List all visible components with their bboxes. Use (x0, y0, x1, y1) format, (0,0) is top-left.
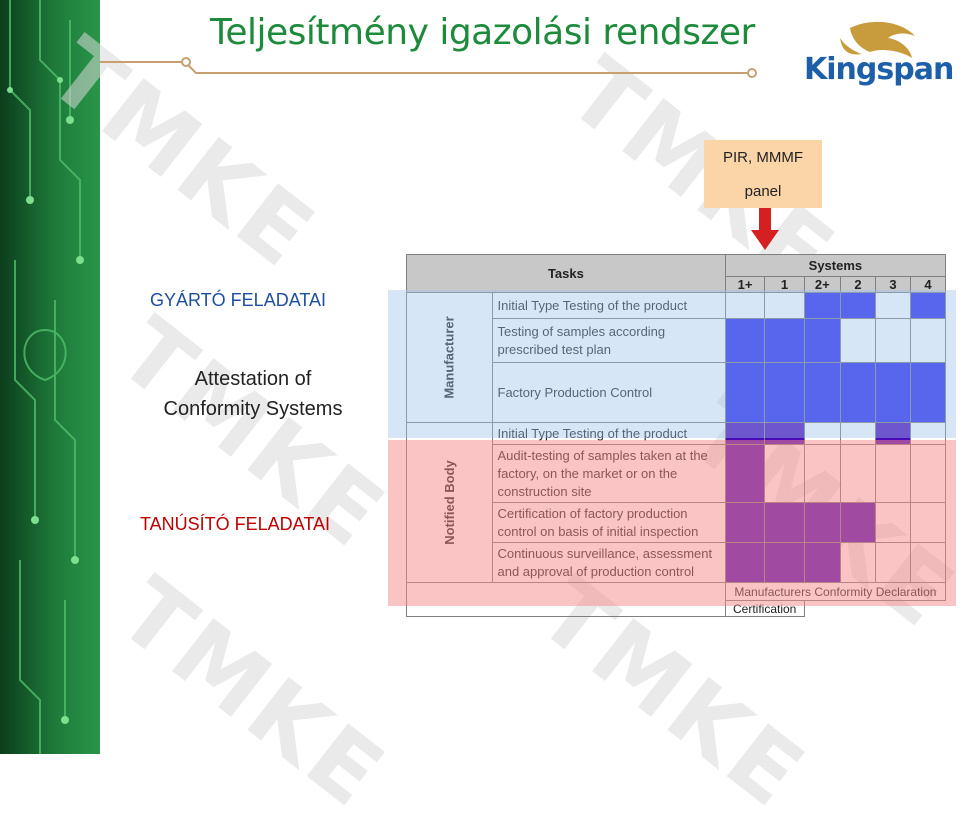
system-cell-required (724, 362, 766, 423)
system-cell-empty (874, 292, 911, 319)
down-arrow-icon (751, 208, 779, 250)
system-cell-empty (839, 542, 876, 583)
system-cell-required (803, 362, 841, 423)
system-cell-required (874, 362, 911, 423)
system-cell-required (909, 362, 947, 423)
system-cell-required (803, 502, 841, 543)
table-row: Notified Body Initial Type Testing of the… (406, 422, 947, 583)
attestation-line2: Conformity Systems (163, 398, 343, 420)
task-cell: Factory Production Control (491, 362, 726, 423)
system-cell-empty (839, 444, 876, 503)
footer-declaration: Manufacturers Conformity Declaration (724, 582, 947, 601)
system-col-header: 3 (874, 276, 911, 293)
task-cell: Initial Type Testing of the product (491, 292, 726, 319)
system-cell-empty (803, 444, 841, 503)
system-cell-required (724, 502, 766, 543)
watermark: TMKE (99, 557, 406, 829)
system-cell-empty (909, 318, 947, 363)
row-group-text: Manufacturer (441, 316, 457, 399)
system-col-header: 1 (764, 276, 805, 293)
circuit-pattern-icon (7, 0, 84, 754)
system-cell-required (764, 542, 805, 583)
title-underline (100, 57, 757, 78)
system-cell-empty (839, 422, 876, 445)
page-title: Teljesítmény igazolási rendszer (210, 12, 755, 53)
system-cell-empty (909, 422, 947, 445)
notified-rows: Notified Body Initial Type Testing of the… (406, 422, 947, 583)
system-cell-required (764, 362, 805, 423)
system-cell-empty (874, 444, 911, 503)
system-cell-required (839, 292, 876, 319)
task-cell: Initial Type Testing of the product (491, 422, 726, 445)
callout-line1: PIR, MMMF (723, 149, 803, 166)
system-col-header: 2+ (803, 276, 841, 293)
circuit-strip (0, 0, 100, 754)
system-cell-empty (909, 542, 947, 583)
kingspan-logo: Kingspan (804, 52, 954, 87)
system-col-header: 2 (839, 276, 876, 293)
system-cell-required (839, 502, 876, 543)
system-cell-empty (839, 318, 876, 363)
footer-certification: Certification (724, 600, 805, 617)
task-cell: Testing of samples according prescribed … (491, 318, 726, 363)
footer-blank (406, 582, 726, 617)
system-col-header: 4 (909, 276, 947, 293)
task-cell: Audit-testing of samples taken at the fa… (491, 444, 726, 503)
callout-line2: panel (744, 183, 782, 200)
kingspan-lion-icon (840, 21, 915, 58)
system-cell-empty (874, 542, 911, 583)
system-cell-required (803, 292, 841, 319)
attestation-line1: Attestation of (194, 368, 312, 390)
system-cell-required (724, 318, 766, 363)
system-cell-empty (874, 502, 911, 543)
task-cell: Continuous surveillance, assessment and … (491, 542, 726, 583)
footer-empty (804, 601, 945, 617)
system-cell-empty (874, 318, 911, 363)
system-cell-required (909, 292, 947, 319)
tasks-header: Tasks (406, 254, 726, 293)
system-col-header: 1+ (724, 276, 766, 293)
system-cell-required (764, 318, 805, 363)
table-row: Testing of samples according prescribed … (407, 318, 947, 363)
manufacturer-rows: Manufacturer Initial Type Testing of the … (406, 292, 947, 423)
attestation-label: Attestation of Conformity Systems (146, 364, 360, 424)
system-cell-required (874, 422, 911, 445)
system-cell-required (724, 444, 766, 503)
systems-header: Systems (724, 254, 947, 277)
system-cell-required (803, 318, 841, 363)
notified-tasks-label: TANÚSÍTÓ FELADATAI (140, 514, 331, 534)
system-cell-empty (724, 292, 766, 319)
table-row: Factory Production Control (407, 362, 947, 423)
row-group-label: Manufacturer (406, 292, 493, 423)
system-cell-required (803, 542, 841, 583)
row-group-text: Notified Body (441, 460, 457, 545)
system-cell-empty (909, 444, 947, 503)
table-row: Manufacturer Initial Type Testing of the … (406, 292, 947, 423)
system-cell-empty (764, 444, 805, 503)
manufacturer-tasks-label: GYÁRTÓ FELADATAI (150, 290, 327, 310)
row-group-label: Notified Body (406, 422, 493, 583)
system-cell-empty (764, 292, 805, 319)
task-cell: Certification of factory production cont… (491, 502, 726, 543)
system-cell-required (764, 422, 805, 445)
system-cell-empty (909, 502, 947, 543)
system-cell-required (724, 422, 766, 445)
system-cell-required (839, 362, 876, 423)
system-cell-empty (803, 422, 841, 445)
product-callout: PIR, MMMF panel (704, 140, 822, 208)
system-cell-required (724, 542, 766, 583)
system-cell-required (764, 502, 805, 543)
